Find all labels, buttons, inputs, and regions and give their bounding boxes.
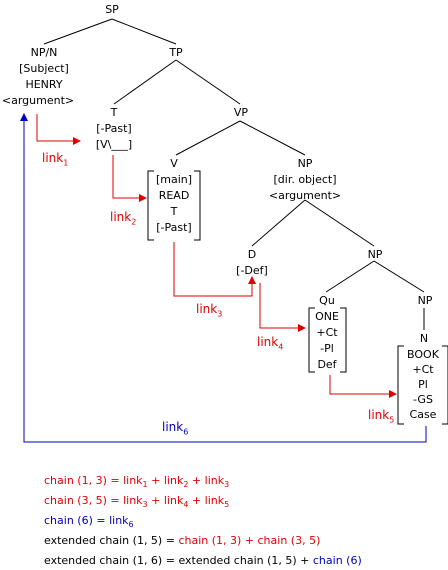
qu-feature-pl: -Pl	[320, 342, 334, 355]
v-feature-t: T	[170, 205, 178, 218]
link-4-label: link4	[257, 335, 284, 352]
equation-chain-1-3: chain (1, 3) = link1 + link2 + link3	[44, 474, 230, 490]
n-feature-case: Case	[409, 408, 437, 421]
node-sp: SP	[105, 3, 119, 16]
subject-feature: [Subject]	[19, 62, 69, 75]
node-t: T	[110, 106, 118, 119]
link-5-label: link5	[368, 408, 395, 425]
argument-feature-object: <argument>	[268, 189, 342, 202]
node-vp: VP	[233, 106, 249, 119]
node-d: D	[247, 248, 257, 261]
n-feature-pl: Pl	[418, 378, 428, 391]
red-links	[36, 114, 397, 398]
node-tp: TP	[169, 46, 183, 59]
dir-object-feature: [dir. object]	[273, 173, 337, 186]
word-book: BOOK	[407, 348, 439, 361]
node-np-n: NP/N	[30, 46, 58, 59]
node-qu: Qu	[319, 294, 335, 307]
tree-branches	[43, 18, 425, 330]
feature-brackets	[147, 170, 448, 425]
n-feature-ct: +Ct	[412, 363, 434, 376]
node-v: V	[170, 157, 178, 170]
equation-chain-6: chain (6) = link6	[44, 514, 134, 530]
past-feature-t: [-Past]	[96, 122, 132, 135]
argument-feature-subject: <argument>	[1, 94, 75, 107]
past-feature-v: [-Past]	[156, 221, 192, 234]
equation-chain-3-5: chain (3, 5) = link3 + link4 + link5	[44, 494, 230, 510]
n-feature-gs: -GS	[413, 393, 433, 406]
node-np-inner: NP	[367, 248, 383, 261]
node-np-object: NP	[297, 157, 313, 170]
v-subcat-slot: [V\___]	[95, 138, 133, 151]
qu-feature-def: Def	[317, 358, 337, 371]
qu-feature-ct: +Ct	[316, 326, 338, 339]
word-henry: HENRY	[25, 78, 63, 91]
v-feature-main: [main]	[155, 173, 193, 186]
word-one: ONE	[315, 310, 339, 323]
blue-link	[20, 113, 427, 443]
word-read: READ	[158, 189, 190, 202]
def-feature: [-Def]	[236, 264, 268, 277]
link-3-label: link3	[196, 302, 223, 319]
link-1-label: link1	[42, 151, 69, 168]
link-6-label: link6	[162, 420, 189, 437]
link-2-label: link2	[110, 210, 137, 227]
node-n: N	[419, 332, 429, 345]
equation-extended-chain-1-5: extended chain (1, 5) = chain (1, 3) + c…	[44, 534, 321, 547]
equation-extended-chain-1-6: extended chain (1, 6) = extended chain (…	[44, 554, 362, 567]
node-np-noun: NP	[417, 294, 433, 307]
